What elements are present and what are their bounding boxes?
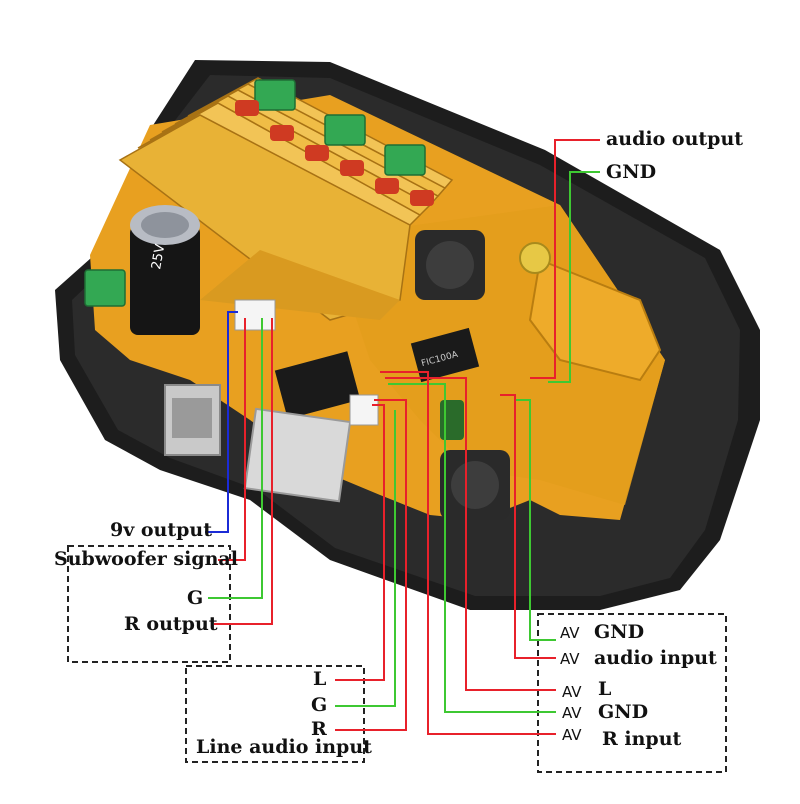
- wire-subwoofer-signal: [218, 318, 246, 561]
- label-9v-output: 9v output: [110, 519, 213, 541]
- label-av-r-input: R input: [602, 728, 682, 750]
- small-capacitor: [440, 400, 464, 440]
- label-av-audio-input: audio input: [594, 647, 717, 669]
- wire-line-g: [335, 410, 396, 707]
- label-gnd-top: GND: [606, 161, 657, 183]
- white-connector: [234, 299, 276, 331]
- av-prefix-2: AV: [560, 650, 580, 668]
- bluetooth-module: [528, 258, 662, 382]
- label-line-r: R: [311, 718, 327, 740]
- wire-line-l: [335, 404, 385, 681]
- av-prefix-3: AV: [562, 683, 582, 701]
- av-prefix-4: AV: [562, 704, 582, 722]
- wire-g-left: [208, 318, 263, 599]
- wire-gnd-top: [548, 171, 600, 383]
- electrolytic-capacitor: 25V: [130, 205, 200, 335]
- sd-slot: [243, 407, 352, 503]
- wires: [205, 139, 600, 735]
- wire-av-gnd: [515, 399, 556, 641]
- wire-av-audio-input: [500, 394, 556, 659]
- green-terminals: [84, 79, 426, 307]
- ic-chips: FIC100A: [274, 327, 480, 419]
- label-av-l: L: [598, 678, 612, 700]
- av-prefix-1: AV: [560, 624, 580, 642]
- label-av-gnd2: GND: [598, 701, 649, 723]
- av-group-box: [537, 613, 727, 773]
- line-input-group-box: [185, 665, 365, 763]
- wire-r-output: [214, 318, 273, 625]
- label-line-l: L: [313, 668, 327, 690]
- wire-line-r: [335, 399, 407, 731]
- white-connector-2: [349, 394, 379, 426]
- label-av-gnd: GND: [594, 621, 645, 643]
- label-g-left: G: [187, 587, 204, 609]
- inductors: [415, 230, 510, 520]
- label-line-audio-input: Line audio input: [196, 736, 372, 758]
- wire-9v-output: [205, 311, 238, 533]
- wire-av-r-input: [380, 371, 556, 735]
- coin-battery: [519, 242, 551, 274]
- label-line-g: G: [311, 694, 328, 716]
- label-r-output: R output: [124, 613, 218, 635]
- label-subwoofer-signal: Subwoofer signal: [54, 548, 238, 570]
- wire-av-l: [385, 377, 556, 691]
- red-capacitors: [235, 100, 434, 206]
- av-prefix-5: AV: [562, 726, 582, 744]
- capacitor-text: 25V: [149, 243, 168, 271]
- label-audio-output: audio output: [606, 128, 744, 150]
- subwoofer-group-box: [67, 545, 231, 663]
- wire-av-gnd2: [388, 383, 556, 713]
- wire-audio-output: [530, 139, 600, 379]
